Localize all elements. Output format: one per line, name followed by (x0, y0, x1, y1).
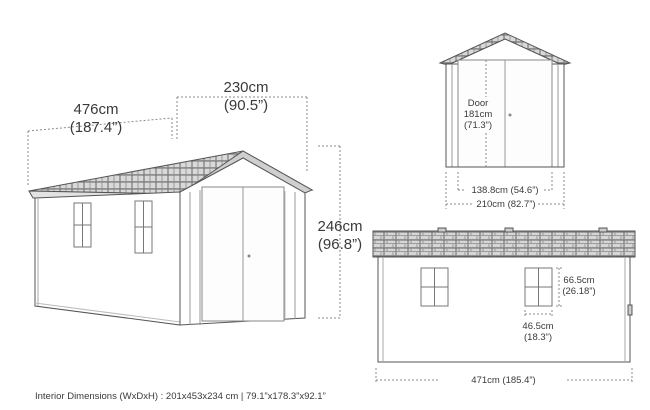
side-wall (377, 256, 631, 363)
length-label: 476cm (187.4”) (64, 101, 128, 137)
interior-dimensions-footer: Interior Dimensions (WxDxH) : 201x453x23… (35, 391, 326, 402)
side-elevation (372, 227, 636, 363)
height-label: 246cm (96.8”) (313, 218, 367, 254)
door-height-label: Door 181cm (71.3”) (458, 98, 498, 131)
shed-window-1 (73, 202, 92, 248)
front-width-label: 210cm (82.7”) (476, 199, 536, 210)
side-roof (372, 230, 636, 258)
window-width-cm: 46.5cm (522, 321, 554, 332)
perspective-shed (28, 150, 314, 326)
side-window-1 (420, 267, 449, 307)
dimension-lines-front (445, 60, 565, 209)
shed-window-2 (134, 200, 153, 254)
window-height-in: (26.18”) (562, 286, 596, 297)
side-length-label: 471cm (185.4”) (471, 375, 536, 386)
window-height-label: 66.5cm (26.18”) (558, 275, 600, 297)
length-cm: 476cm (73, 101, 119, 118)
side-window-2 (524, 267, 553, 307)
shed-side-wall (34, 191, 181, 326)
window-width-in: (18.3”) (524, 332, 552, 343)
window-height-cm: 66.5cm (563, 275, 595, 286)
height-cm: 246cm (317, 218, 363, 235)
window-width-label: 46.5cm (18.3”) (516, 321, 560, 343)
door-title: Door (467, 98, 489, 109)
width-label: 230cm (90.5”) (211, 79, 281, 115)
dimension-lines-side (375, 267, 633, 384)
dimension-lines-perspective (27, 96, 341, 319)
door-width-label: 138.8cm (54.6”) (471, 185, 539, 196)
width-cm: 230cm (223, 79, 269, 96)
door-cm: 181cm (463, 109, 493, 120)
length-in: (187.4”) (69, 119, 123, 136)
door-in: (71.3”) (464, 120, 492, 131)
width-in: (90.5”) (223, 97, 269, 114)
front-elevation (438, 32, 572, 168)
height-in: (96.8”) (317, 236, 363, 253)
